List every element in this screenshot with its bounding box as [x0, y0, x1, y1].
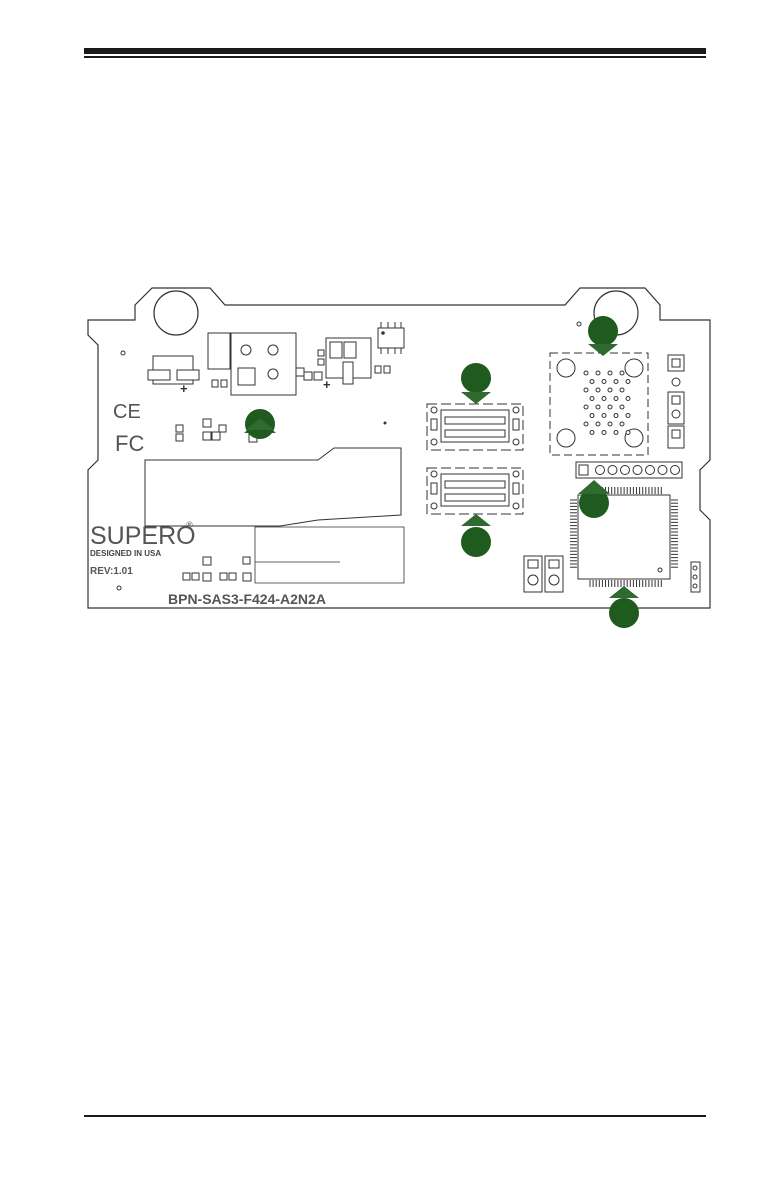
sff-pin-hole: [584, 422, 588, 426]
sff-pin-hole: [590, 431, 594, 435]
ce-mark: CE: [113, 401, 141, 423]
sff-pin-hole: [626, 414, 630, 418]
header-pin: [608, 466, 617, 475]
sff-pin-hole: [584, 371, 588, 375]
svg-text:+: +: [180, 381, 188, 396]
sff-pin-hole: [596, 405, 600, 409]
jumpers-right: [668, 355, 684, 448]
sff-pin-hole: [614, 414, 618, 418]
sas-connector-bottom: [427, 468, 523, 514]
mount-hole-left: [154, 291, 198, 335]
sff-pin-hole: [626, 431, 630, 435]
logo-registered-mark: ®: [186, 520, 193, 530]
header-pin: [596, 466, 605, 475]
header-pin: [633, 466, 642, 475]
sas-connector-top: [427, 404, 523, 450]
sff-pin-hole: [584, 388, 588, 392]
sff-pin-hole: [602, 380, 606, 384]
sff-pin-hole: [614, 380, 618, 384]
fcc-mark: FC: [115, 431, 144, 456]
sff-pin-hole: [620, 371, 624, 375]
header-pin: [646, 466, 655, 475]
sff-pin-hole: [596, 371, 600, 375]
header-pin: [621, 466, 630, 475]
designed-in-usa: DESIGNED IN USA: [90, 549, 161, 558]
sff-pin-hole: [620, 405, 624, 409]
sff-pin-hole: [608, 371, 612, 375]
sff-pin-hole: [602, 397, 606, 401]
sff-pin-hole: [590, 397, 594, 401]
header-pin: [671, 466, 680, 475]
via-dot: [384, 422, 387, 425]
power-connector: [208, 333, 304, 395]
sff-connector: [550, 353, 648, 455]
sff-pin-hole: [614, 431, 618, 435]
sff-pin-hole: [590, 414, 594, 418]
sff-pin-hole: [590, 380, 594, 384]
sff-pin-hole: [596, 388, 600, 392]
board-revision: REV:1.01: [90, 566, 133, 577]
sff-pin-hole: [614, 397, 618, 401]
svg-text:+: +: [323, 377, 331, 392]
sff-pin-hole: [626, 397, 630, 401]
sff-pin-hole: [608, 388, 612, 392]
sff-pin-hole: [620, 388, 624, 392]
sff-pin-hole: [626, 380, 630, 384]
header-pin: [658, 466, 667, 475]
board-logo: SUPERO: [90, 522, 196, 550]
sff-pin-hole: [620, 422, 624, 426]
sff-pin-hole: [584, 405, 588, 409]
sff-pin-hole: [608, 422, 612, 426]
sff-pin-hole: [602, 414, 606, 418]
sff-pin-hole: [596, 422, 600, 426]
sff-pin-hole: [602, 431, 606, 435]
board-part-number: BPN-SAS3-F424-A2N2A: [168, 591, 326, 607]
keepout-region: [145, 448, 401, 526]
sff-pin-hole: [608, 405, 612, 409]
